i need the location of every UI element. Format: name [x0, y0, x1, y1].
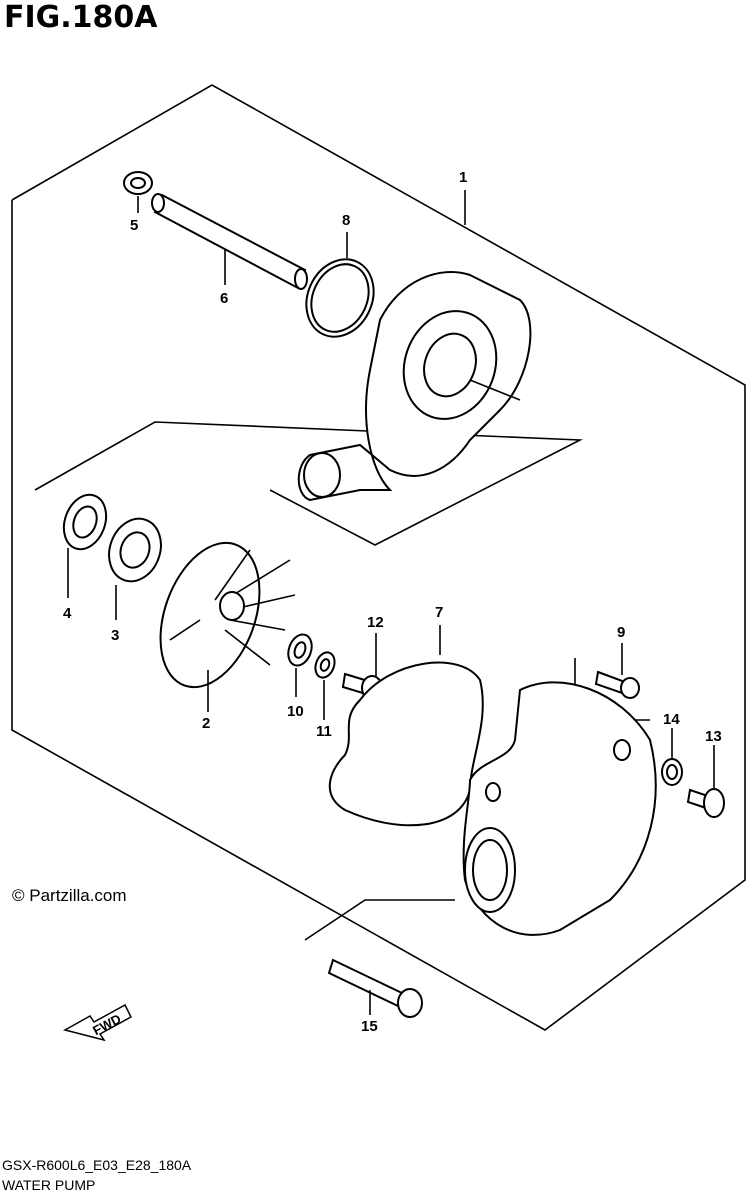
part-10-washer	[287, 633, 313, 697]
callout-10: 10	[287, 703, 304, 720]
part-2-impeller	[159, 541, 296, 712]
part-11-washer	[314, 651, 336, 720]
callout-3: 3	[111, 627, 119, 644]
part-1-housing	[297, 190, 532, 502]
figure-title: FIG.180A	[4, 0, 158, 35]
part-14-washer	[661, 728, 683, 786]
callout-9: 9	[617, 624, 625, 641]
part-5-washer	[123, 171, 153, 213]
callout-1: 1	[459, 169, 467, 186]
callout-15: 15	[361, 1018, 378, 1035]
part-4-seal	[62, 493, 108, 598]
fwd-arrow-icon: FWD	[62, 1003, 132, 1042]
assembly-frame	[11, 84, 746, 1031]
cover-subframe	[34, 421, 584, 546]
part-6-shaft	[151, 193, 308, 290]
callout-6: 6	[220, 290, 228, 307]
callout-14: 14	[663, 711, 680, 728]
callout-11: 11	[316, 723, 332, 740]
callout-13: 13	[705, 728, 722, 745]
part-13-bolt	[686, 745, 725, 818]
diagram-name: WATER PUMP	[2, 1177, 96, 1193]
part-3-mechanical-seal	[108, 517, 162, 620]
callout-7: 7	[435, 604, 443, 621]
part-15-bolt	[327, 958, 423, 1018]
diagram-code: GSX-R600L6_E03_E28_180A	[2, 1157, 192, 1173]
part-9-screw	[594, 643, 640, 699]
fwd-label: FWD	[90, 1011, 123, 1038]
pump-cover	[462, 681, 657, 936]
callout-2: 2	[202, 715, 210, 732]
bolt-bracket	[304, 899, 455, 941]
callout-8: 8	[342, 212, 350, 229]
part-8-o-ring	[305, 232, 375, 338]
copyright-text: © Partzilla.com	[12, 886, 127, 905]
callout-5: 5	[130, 217, 138, 234]
callout-12: 12	[367, 614, 384, 631]
part-7-gasket	[328, 625, 484, 827]
callout-4: 4	[63, 605, 72, 622]
